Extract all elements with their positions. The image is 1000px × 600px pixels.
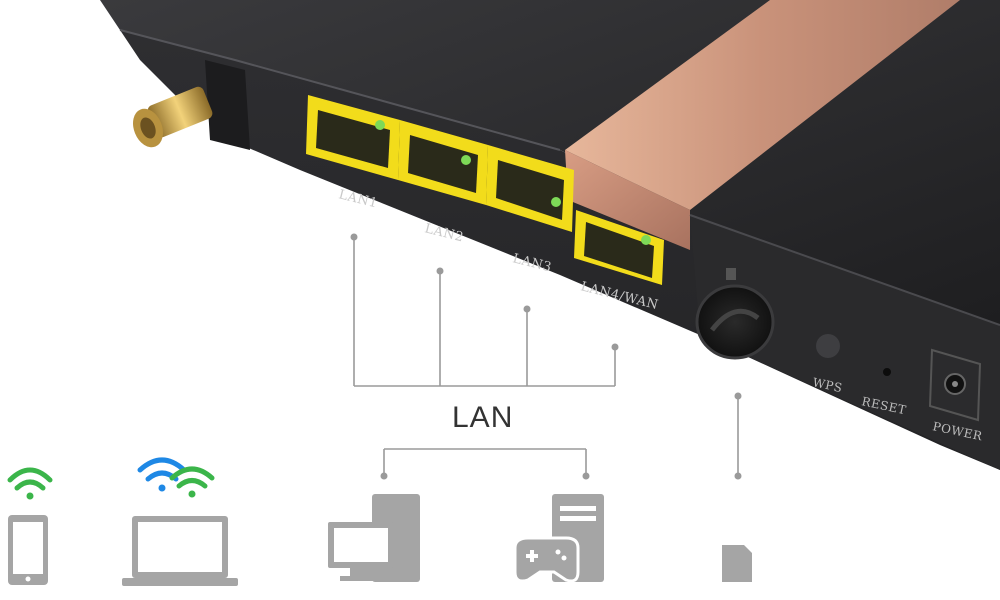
desktop-icon	[328, 494, 420, 582]
sd-card-icon	[722, 545, 752, 582]
wifi-green-icon	[7, 467, 53, 500]
device-connector-lines	[380, 448, 590, 480]
wps-button	[816, 334, 840, 358]
sd-connector-line	[734, 392, 742, 480]
label-wps: WPS	[811, 375, 843, 395]
wifi-green-laptop-icon	[169, 466, 215, 498]
antenna-connector-icon	[133, 60, 250, 150]
lan-port-4-wan	[574, 210, 664, 285]
router-right-face	[690, 215, 1000, 470]
phone-icon	[8, 515, 48, 585]
game-console-icon	[513, 494, 604, 583]
copper-stripe-face	[565, 150, 690, 250]
lan-port-2	[398, 120, 488, 205]
lan-group-label: LAN	[452, 401, 513, 434]
lan-port-1	[306, 95, 400, 180]
lan-port-3	[486, 145, 574, 232]
lan-connector-lines	[350, 233, 619, 387]
copper-stripe	[565, 0, 960, 210]
power-jack	[928, 348, 982, 422]
reset-hole	[883, 368, 891, 376]
sd-slot	[695, 268, 775, 360]
laptop-icon	[122, 516, 238, 586]
